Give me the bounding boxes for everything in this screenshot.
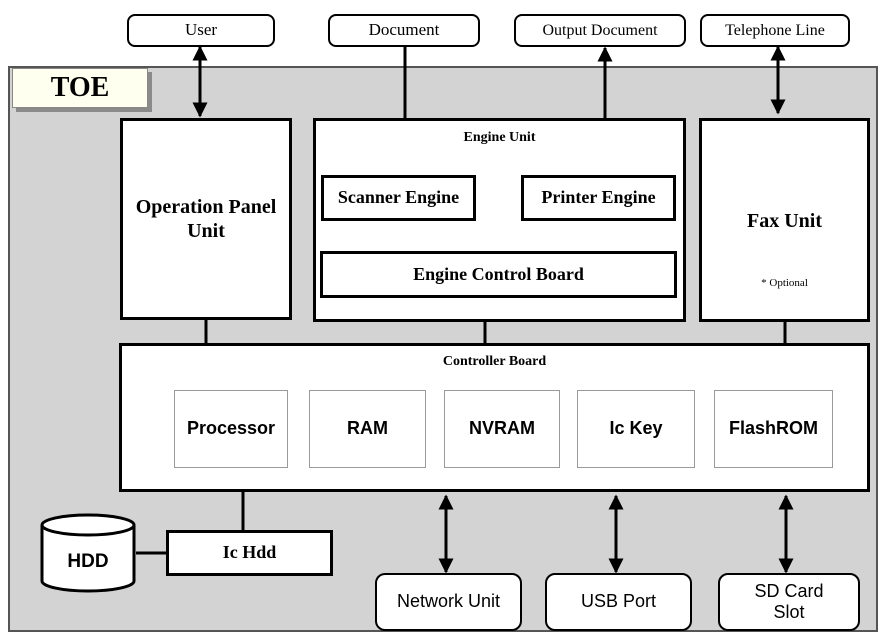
ram-chip: RAM — [309, 390, 426, 468]
flashrom-chip: FlashROM — [714, 390, 833, 468]
output-document-box: Output Document — [514, 14, 686, 47]
engine-control-board: Engine Control Board — [320, 251, 677, 298]
usb-port-box: USB Port — [545, 573, 692, 631]
hdd-label: HDD — [67, 551, 109, 572]
document-box: Document — [328, 14, 480, 47]
processor-chip: Processor — [174, 390, 288, 468]
operation-panel-unit: Operation Panel Unit — [120, 118, 292, 320]
user-box: User — [127, 14, 275, 47]
ic-hdd-box: Ic Hdd — [166, 530, 333, 576]
fax-unit — [699, 118, 870, 322]
nvram-chip: NVRAM — [444, 390, 560, 468]
scanner-engine: Scanner Engine — [321, 175, 476, 221]
sd-card-slot-box: SD Card Slot — [718, 573, 860, 631]
controller-board-title: Controller Board — [442, 354, 547, 369]
ic-key-chip: Ic Key — [577, 390, 695, 468]
hdd-cylinder-icon — [40, 513, 136, 593]
printer-engine: Printer Engine — [521, 175, 676, 221]
telephone-line-box: Telephone Line — [700, 14, 850, 47]
engine-unit-title: Engine Unit — [463, 130, 536, 145]
toe-label: TOE — [12, 68, 148, 108]
network-unit-box: Network Unit — [375, 573, 522, 631]
sd-card-slot-label: SD Card Slot — [754, 581, 824, 622]
fax-optional-note: * Optional — [761, 277, 808, 289]
fax-unit-title: Fax Unit — [747, 210, 822, 232]
